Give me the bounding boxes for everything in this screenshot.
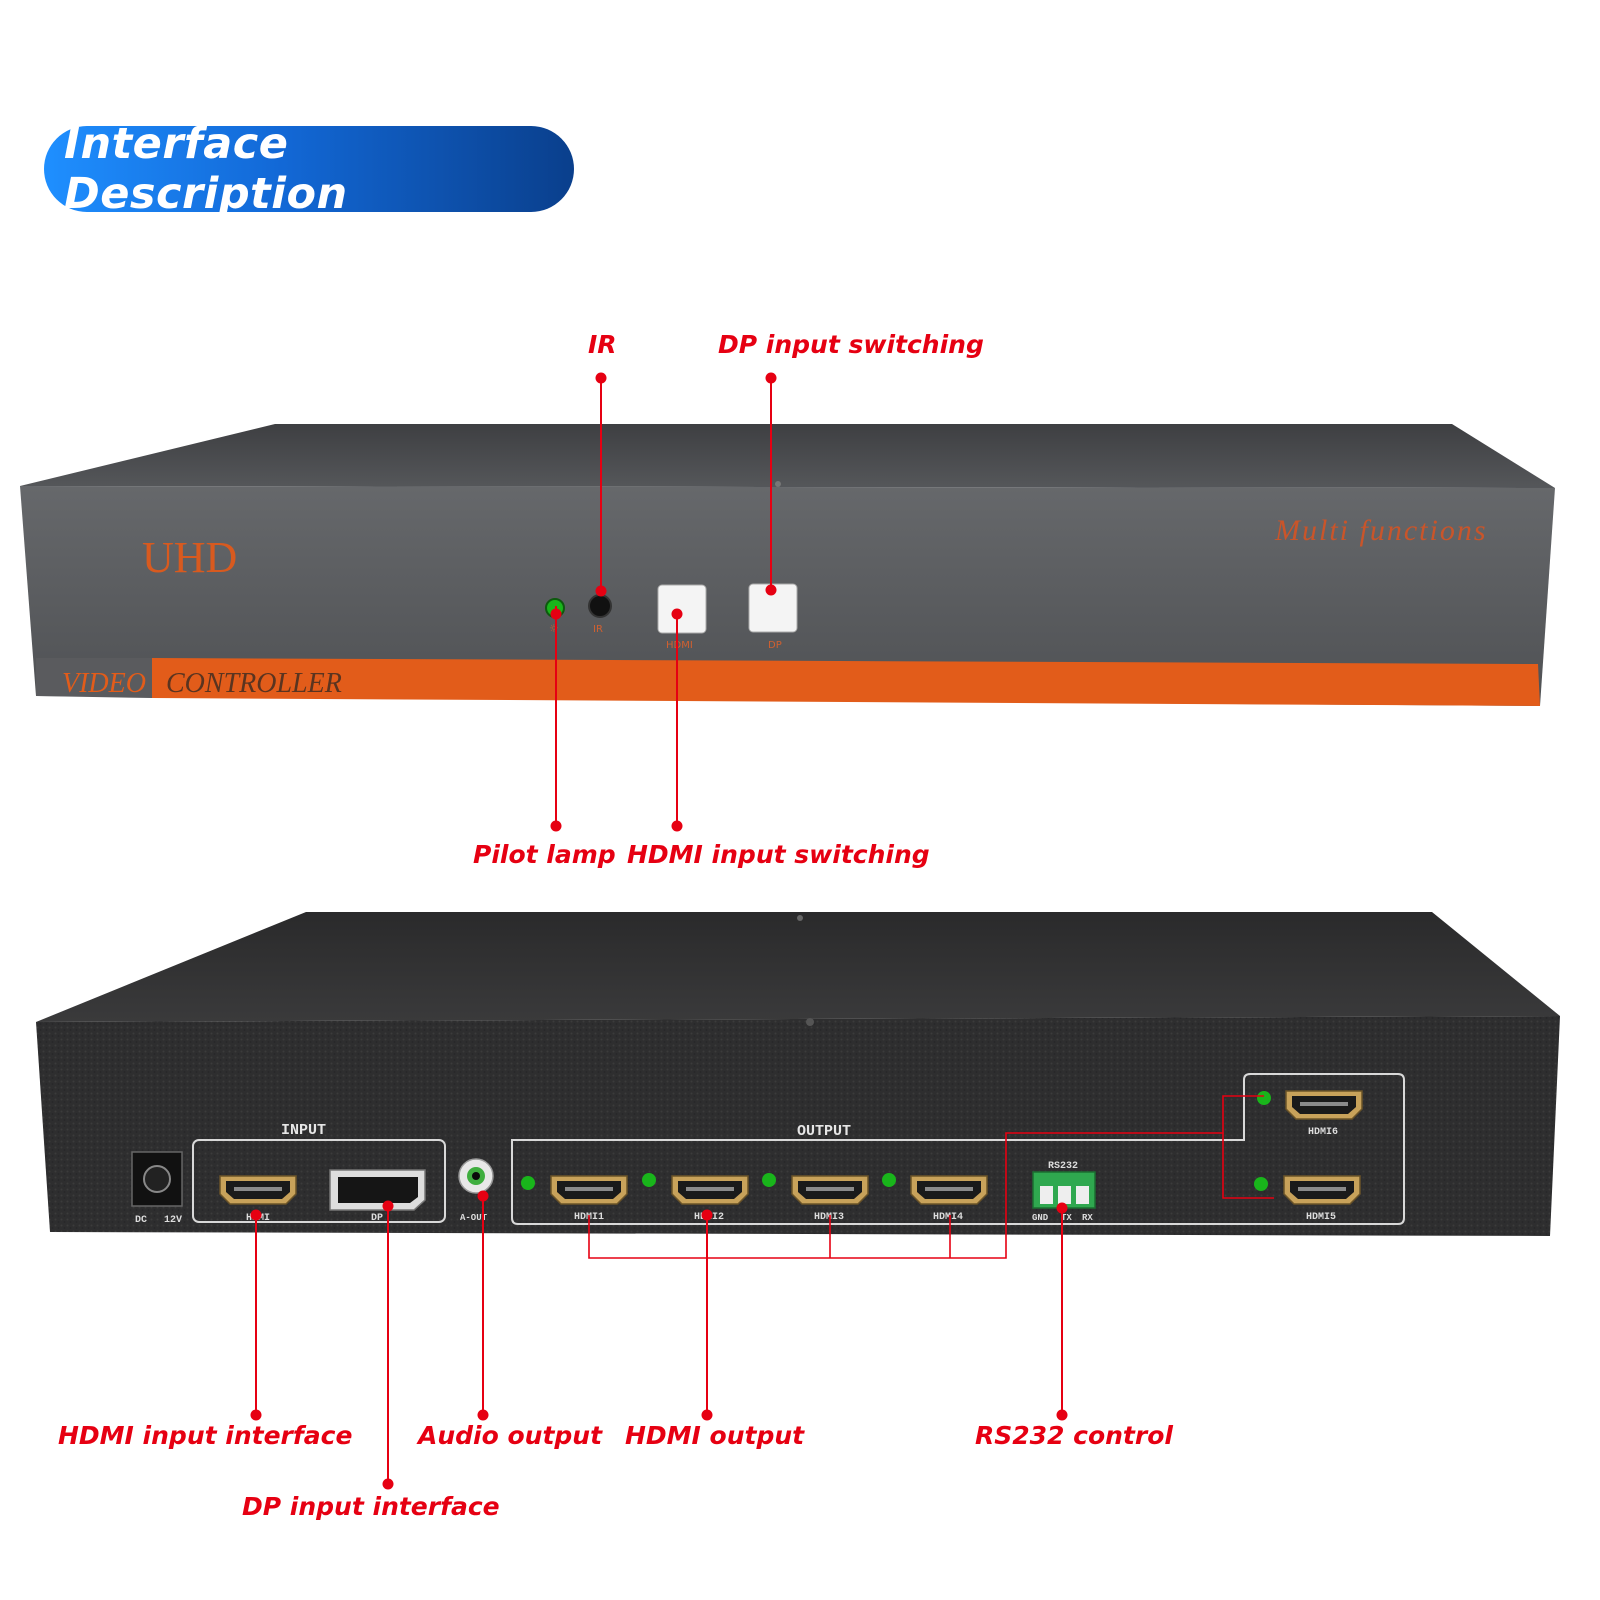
hdmi-output-port-3	[791, 1175, 869, 1205]
pilot-dot-end	[550, 608, 562, 620]
callout-audio-output: Audio output	[418, 1421, 603, 1450]
dc-jack-hole	[143, 1165, 171, 1193]
hdmi-output-label-3: HDMI3	[814, 1212, 844, 1223]
callout-hdmi-output: HDMI output	[625, 1421, 805, 1450]
output-group-label: OUTPUT	[797, 1123, 851, 1140]
output-led-1	[521, 1176, 535, 1190]
hdmi-input-port	[219, 1175, 297, 1205]
ir-dot-top	[595, 372, 607, 384]
callout-lines	[255, 378, 1274, 1484]
output-led-5	[1254, 1177, 1268, 1191]
input-group-label: INPUT	[281, 1122, 326, 1139]
output-led-6	[1257, 1091, 1271, 1105]
rear-screw-top	[797, 915, 803, 921]
input-group-frame	[192, 1139, 446, 1223]
rs232-pin-3	[1076, 1186, 1089, 1204]
rs232-title: RS232	[1048, 1161, 1078, 1172]
ir-label: IR	[593, 624, 603, 635]
aout-label: A-OUT	[460, 1213, 488, 1223]
output-led-2	[642, 1173, 656, 1187]
dc-label: DC	[135, 1215, 147, 1226]
hdmi-output-port-6	[1285, 1090, 1363, 1120]
hdmi-switch-dot-bottom	[671, 820, 683, 832]
front-strip-right-text: CONTROLLER	[166, 668, 342, 699]
hdmi-output-label-4: HDMI4	[933, 1212, 963, 1223]
dp-switch-dot-end	[765, 584, 777, 596]
output-led-4	[882, 1173, 896, 1187]
front-device: UHD Multi functions VIDEO CONTROLLER ☼ I…	[20, 424, 1555, 706]
dp-in-dot-end	[382, 1200, 394, 1212]
audio-dot-bottom	[477, 1409, 489, 1421]
dp-input-port-slot	[338, 1177, 418, 1203]
hdmi-output-label-6: HDMI6	[1308, 1127, 1338, 1138]
rs232-dot-bottom	[1056, 1409, 1068, 1421]
callout-pilot-lamp: Pilot lamp	[473, 840, 616, 869]
rs232-dot-end	[1056, 1202, 1068, 1214]
callout-ir: IR	[588, 330, 617, 359]
rear-screw	[806, 1018, 814, 1026]
front-screw	[775, 481, 781, 487]
title-banner: Interface Description	[44, 119, 574, 219]
hdmi-button-label: HDMI	[666, 640, 693, 651]
callout-dots	[250, 372, 1068, 1490]
callout-hdmi-switching: HDMI input switching	[627, 840, 930, 869]
front-slogan-text: Multi functions	[1274, 514, 1488, 547]
page-title: Interface Description	[64, 119, 348, 219]
hdmi-out-dot-end	[701, 1209, 713, 1221]
hdmi-in-dot-end	[250, 1209, 262, 1221]
hdmi-switch-button[interactable]	[657, 584, 707, 634]
ir-sensor	[588, 594, 612, 618]
output-led-3	[762, 1173, 776, 1187]
dc-voltage-label: 12V	[164, 1215, 182, 1226]
hdmi-output-port-5	[1283, 1175, 1361, 1205]
callout-dp-input: DP input interface	[242, 1492, 500, 1521]
callout-dp-switching: DP input switching	[718, 330, 984, 359]
hdmi-out-bracket	[588, 1095, 1264, 1259]
dp-in-dot-bottom	[382, 1478, 394, 1490]
rs232-pin-1	[1040, 1186, 1053, 1204]
front-strip-left-text: VIDEO	[62, 668, 146, 699]
rear-device-top	[36, 912, 1560, 1022]
audio-dot-end	[477, 1190, 489, 1202]
pilot-dot-bottom	[550, 820, 562, 832]
hdmi-out-bracket-5	[1222, 1133, 1274, 1199]
hdmi-output-port-1	[550, 1175, 628, 1205]
hdmi-output-port-4	[910, 1175, 988, 1205]
dp-switch-dot-top	[765, 372, 777, 384]
ir-dot-end	[595, 585, 607, 597]
front-strip-left	[36, 658, 152, 698]
callout-rs232: RS232 control	[975, 1421, 1173, 1450]
rs232-pin-label-gnd: GND	[1032, 1213, 1049, 1223]
rear-device: DC 12V INPUT HDMI DP A-OUT OUTPUT HDMI1	[36, 912, 1560, 1236]
front-brand-text: UHD	[142, 533, 237, 582]
dp-switch-button[interactable]	[748, 583, 798, 633]
front-device-top	[20, 424, 1555, 488]
hdmi-switch-dot-end	[671, 608, 683, 620]
hdmi-output-port-2	[671, 1175, 749, 1205]
audio-jack-hole	[472, 1172, 480, 1180]
rs232-pin-label-tx: TX	[1061, 1213, 1072, 1223]
hdmi-out-dot-bottom	[701, 1409, 713, 1421]
pilot-led-label: ☼	[549, 622, 559, 635]
rs232-pin-2	[1058, 1186, 1071, 1204]
front-orange-strip	[152, 658, 1540, 706]
dp-input-label: DP	[371, 1213, 383, 1224]
callout-hdmi-input: HDMI input interface	[58, 1421, 353, 1450]
hdmi-in-dot-bottom	[250, 1409, 262, 1421]
rs232-pin-label-rx: RX	[1082, 1213, 1093, 1223]
dp-button-label: DP	[768, 640, 782, 651]
hdmi-output-label-5: HDMI5	[1306, 1212, 1336, 1223]
output-group-frame	[511, 1073, 1405, 1225]
